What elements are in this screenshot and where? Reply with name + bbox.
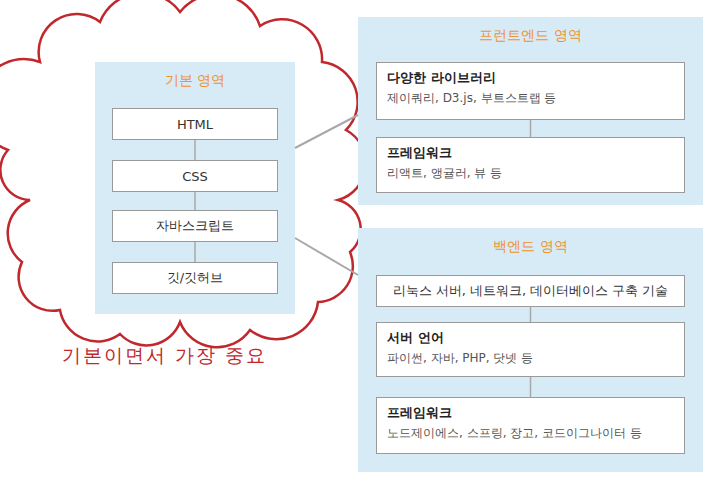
connector-line [530,377,532,397]
item-box: 깃/깃허브 [112,262,278,294]
topic-box: 프레임워크노드제이에스, 스프링, 장고, 코드이그나이터 등 [376,397,685,454]
item-box: CSS [112,160,278,192]
topic-text: HTML [177,117,213,132]
topic-text: 파이썬, 자바, PHP, 닷넷 등 [387,350,674,367]
connector-line [530,307,532,322]
area-heading: 기본 영역 [95,62,295,90]
item-box: 자바스크립트 [112,210,278,242]
topic-text: 리액트, 앵귤러, 뷰 등 [387,165,674,182]
topic-text: 리눅스 서버, 네트워크, 데이터베이스 구축 기술 [393,282,669,300]
topic-text: 제이쿼리, D3.js, 부트스트랩 등 [387,90,674,107]
connector-line [530,120,532,137]
cloud-shape [0,0,366,347]
item-box: 리눅스 서버, 네트워크, 데이터베이스 구축 기술 [376,275,685,307]
topic-heading: 프레임워크 [387,144,674,162]
topic-box: 프레임워크리액트, 앵귤러, 뷰 등 [376,137,685,193]
topic-text: 노드제이에스, 스프링, 장고, 코드이그나이터 등 [387,425,674,442]
connector-line [194,140,196,160]
area-heading: 프런트엔드 영역 [358,17,703,45]
connector-line [295,238,358,275]
topic-text: 자바스크립트 [156,217,234,235]
item-box: HTML [112,108,278,140]
callout-note: 기본이면서 가장 중요 [62,343,267,369]
connector-line [295,115,358,148]
area-panel: 프런트엔드 영역다양한 라이브러리제이쿼리, D3.js, 부트스트랩 등프레임… [358,17,703,205]
topic-heading: 서버 언어 [387,329,674,347]
topic-text: 깃/깃허브 [167,269,223,287]
topic-heading: 프레임워크 [387,404,674,422]
area-panel: 백엔드 영역리눅스 서버, 네트워크, 데이터베이스 구축 기술서버 언어파이썬… [358,228,703,472]
topic-box: 다양한 라이브러리제이쿼리, D3.js, 부트스트랩 등 [376,62,685,120]
topic-heading: 다양한 라이브러리 [387,69,674,87]
connector-line [194,242,196,262]
area-heading: 백엔드 영역 [358,228,703,256]
area-panel: 기본 영역 HTML CSS 자바스크립트깃/깃허브 [95,62,295,314]
topic-box: 서버 언어파이썬, 자바, PHP, 닷넷 등 [376,322,685,377]
topic-text: CSS [182,169,208,184]
connector-line [194,192,196,210]
